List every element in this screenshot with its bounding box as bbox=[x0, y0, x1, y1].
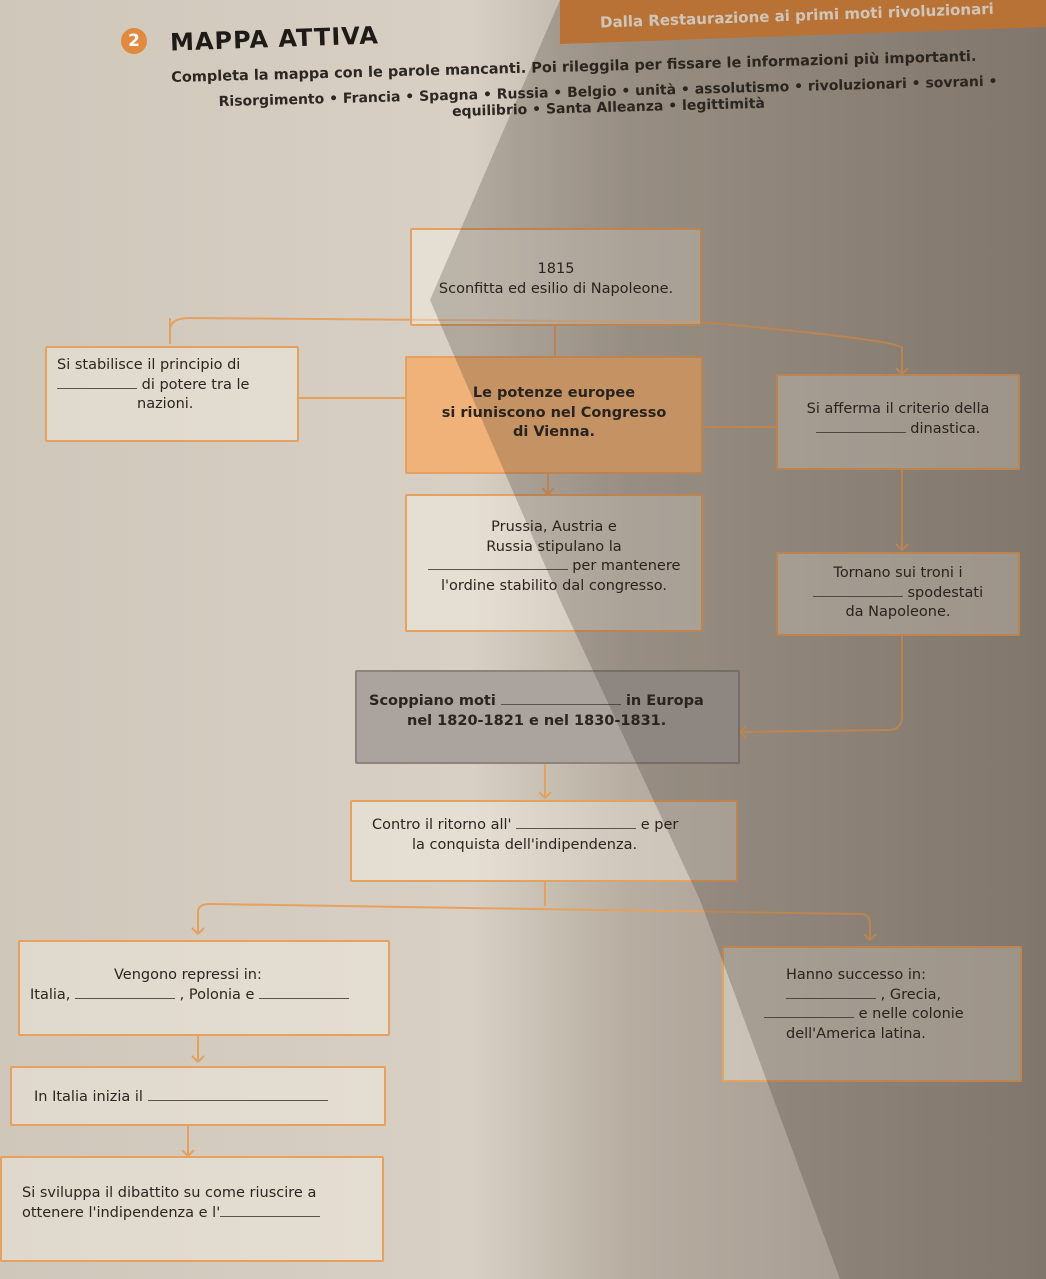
success-line-1: Hanno successo in: bbox=[786, 967, 926, 983]
debate-line-2: ottenere l'indipendenza e l' bbox=[22, 1204, 221, 1221]
blank-success-2[interactable] bbox=[764, 1005, 854, 1019]
blank-revolutionary[interactable] bbox=[500, 692, 621, 705]
activity-number-badge: 2 bbox=[121, 28, 147, 54]
alliance-line-4: l'ordine stabilito dal congresso. bbox=[441, 577, 667, 594]
alliance-line-1: Prussia, Austria e bbox=[491, 519, 617, 535]
success-line-2: , Grecia, bbox=[880, 986, 942, 1003]
box-against-absolutism: Contro il ritorno all' e per la conquist… bbox=[350, 800, 738, 882]
congress-line-3: di Vienna. bbox=[512, 424, 596, 441]
box-success: Hanno successo in: , Grecia, e nelle col… bbox=[722, 946, 1022, 1082]
box-balance-principle: Si stabilisce il principio di di potere … bbox=[45, 346, 299, 442]
legitimacy-line-2: dinastica. bbox=[910, 420, 981, 437]
box-legitimacy-criterion: Si afferma il criterio della dinastica. bbox=[776, 374, 1020, 470]
alliance-line-3: per mantenere bbox=[572, 558, 681, 575]
box-congress-vienna: Le potenze europee si riuniscono nel Con… bbox=[405, 356, 703, 474]
blank-balance[interactable] bbox=[57, 376, 137, 389]
box-sovereigns-return: Tornano sui troni i spodestati da Napole… bbox=[776, 552, 1020, 636]
box-holy-alliance: Prussia, Austria e Russia stipulano la p… bbox=[405, 494, 703, 632]
box-repressed: Vengono repressi in: Italia, , Polonia e bbox=[18, 940, 390, 1036]
blank-absolutism[interactable] bbox=[516, 816, 637, 829]
box-uprisings: Scoppiano moti in Europa nel 1820-1821 e… bbox=[355, 670, 740, 764]
box-risorgimento: In Italia inizia il bbox=[10, 1066, 386, 1126]
congress-line-2: si riuniscono nel Congresso bbox=[441, 404, 667, 421]
thrones-line-1: Tornano sui troni i bbox=[833, 565, 963, 581]
box-1815: 1815 Sconfitta ed esilio di Napoleone. bbox=[410, 228, 702, 326]
success-line-3: e nelle colonie bbox=[858, 1006, 964, 1023]
uprisings-line-1a: Scoppiano moti bbox=[369, 693, 496, 709]
blank-sovereigns[interactable] bbox=[812, 584, 903, 597]
blank-success-1[interactable] bbox=[786, 986, 876, 999]
blank-unity[interactable] bbox=[220, 1204, 321, 1217]
blank-repressed-2[interactable] bbox=[259, 986, 350, 999]
against-line-1a: Contro il ritorno all' bbox=[372, 817, 512, 833]
against-line-2: la conquista dell'indipendenza. bbox=[412, 836, 638, 853]
thrones-line-2: spodestati bbox=[907, 584, 984, 601]
debate-line-1: Si sviluppa il dibattito su come riuscir… bbox=[22, 1185, 317, 1201]
uprisings-line-2: nel 1820-1821 e nel 1830-1831. bbox=[407, 712, 667, 729]
repressed-line-2a: Italia, bbox=[30, 986, 71, 1003]
thrones-line-3: da Napoleone. bbox=[845, 604, 951, 621]
box-1815-year: 1815 bbox=[537, 261, 575, 277]
blank-repressed-1[interactable] bbox=[75, 986, 176, 999]
blank-risorgimento[interactable] bbox=[147, 1088, 328, 1101]
italy-line-1: In Italia inizia il bbox=[34, 1089, 143, 1105]
blank-alliance[interactable] bbox=[427, 557, 568, 571]
blank-legitimacy[interactable] bbox=[815, 420, 906, 433]
balance-line-1: Si stabilisce il principio di bbox=[57, 357, 241, 373]
balance-line-2: di potere tra le bbox=[141, 376, 250, 393]
congress-line-1: Le potenze europee bbox=[472, 385, 636, 401]
repressed-line-2b: , Polonia e bbox=[179, 986, 255, 1003]
box-debate: Si sviluppa il dibattito su come riuscir… bbox=[0, 1156, 384, 1262]
legitimacy-line-1: Si afferma il criterio della bbox=[806, 401, 990, 417]
against-line-1b: e per bbox=[640, 817, 679, 833]
repressed-line-1: Vengono repressi in: bbox=[114, 967, 262, 983]
balance-line-3: nazioni. bbox=[137, 396, 194, 413]
uprisings-line-1b: in Europa bbox=[625, 693, 704, 709]
success-line-4: dell'America latina. bbox=[786, 1025, 926, 1042]
alliance-line-2: Russia stipulano la bbox=[486, 538, 622, 555]
box-1815-text: Sconfitta ed esilio di Napoleone. bbox=[438, 280, 674, 297]
